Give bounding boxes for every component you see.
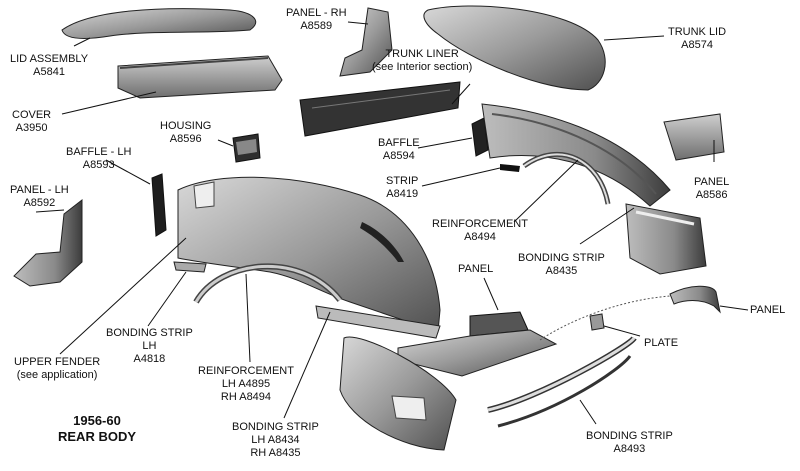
- callout-line: STRIP: [386, 175, 419, 187]
- callout-line: PANEL - LH: [10, 184, 69, 196]
- bonding-strip-lh-part: [173, 261, 207, 273]
- callout-part-number: A8594: [382, 150, 415, 162]
- callout-part-number: A8494: [464, 231, 496, 243]
- callout-upper-fender: UPPER FENDER (see application): [14, 356, 100, 382]
- callout-line: BAFFLE: [378, 137, 420, 149]
- callout-reinforcement-lh-rh: REINFORCEMENT LH A4895 RH A8494: [198, 365, 294, 404]
- bonding-strip-a8493-part: [487, 335, 637, 428]
- callout-panel-center: PANEL: [458, 263, 493, 276]
- callout-part-number: A8593: [82, 159, 115, 171]
- callout-line: PANEL: [694, 176, 730, 188]
- callout-line: REINFORCEMENT: [432, 218, 528, 230]
- callout-part-number: A8493: [613, 443, 646, 455]
- panel-a8586-part: [663, 113, 725, 161]
- callout-part-number: A8586: [695, 189, 728, 201]
- callout-line: BONDING STRIP: [232, 421, 319, 433]
- callout-part-number: A8592: [23, 197, 56, 209]
- callout-part-number: A5841: [33, 66, 65, 78]
- callout-part-number: A8596: [169, 133, 202, 145]
- panel-lh-part: [13, 198, 83, 287]
- callout-bonding-strip-lh-rh: BONDING STRIP LH A8434 RH A8435: [232, 421, 319, 460]
- callout-line: PLATE: [644, 337, 679, 349]
- callout-panel-right: PANEL: [750, 304, 785, 317]
- callout-panel-lh: PANEL - LH A8592: [10, 184, 69, 210]
- callout-line: HOUSING: [160, 120, 212, 132]
- callout-cover: COVER A3950: [12, 109, 51, 135]
- callout-part-number: A8419: [386, 188, 419, 200]
- strip-part: [500, 164, 520, 172]
- callout-trunk-lid: TRUNK LID A8574: [668, 26, 726, 52]
- callout-note: (see Interior section): [372, 61, 473, 73]
- callout-line: PANEL: [750, 304, 786, 316]
- callout-line: PANEL - RH: [286, 7, 347, 19]
- housing-part: [232, 133, 261, 163]
- callout-lid-assembly: LID ASSEMBLY A5841: [10, 53, 88, 79]
- bonding-strip-a8435-part: [625, 203, 707, 275]
- panel-right-part: [669, 285, 721, 314]
- callout-line: COVER: [12, 109, 52, 121]
- callout-line: PANEL: [458, 263, 494, 275]
- baffle-part: [471, 117, 489, 157]
- callout-line: BONDING STRIP: [586, 430, 673, 442]
- callout-bonding-strip-a8435: BONDING STRIP A8435: [518, 252, 605, 278]
- callout-trunk-liner: TRUNK LINER (see Interior section): [372, 48, 472, 74]
- plate-part: [589, 313, 605, 331]
- callout-reinforcement-a8494: REINFORCEMENT A8494: [432, 218, 528, 244]
- baffle-lh-part: [151, 173, 167, 237]
- callout-part-number: A8435: [545, 265, 578, 277]
- callout-baffle: BAFFLE A8594: [378, 137, 420, 163]
- trunk-liner-part: [299, 81, 461, 137]
- callout-part-number: A4818: [133, 353, 166, 365]
- callout-side: LH: [142, 340, 157, 352]
- callout-line: BAFFLE - LH: [66, 146, 132, 158]
- callout-bonding-strip-a8493: BONDING STRIP A8493: [586, 430, 673, 456]
- callout-housing: HOUSING A8596: [160, 120, 211, 146]
- trunk-lid-part: [423, 5, 606, 91]
- callout-line: BONDING STRIP: [518, 252, 605, 264]
- callout-line: BONDING STRIP: [106, 327, 193, 339]
- callout-part-number: A8574: [681, 39, 713, 51]
- dotted-connector: [539, 295, 671, 341]
- callout-part-number: A3950: [15, 122, 48, 134]
- callout-plate: PLATE: [644, 337, 678, 350]
- reinforcement-lh-rh-part: [193, 263, 343, 304]
- panel-rh-part: [339, 7, 393, 77]
- rear-quarter-fender-part: [481, 103, 671, 207]
- callout-part-number: LH A4895: [221, 378, 271, 390]
- callout-part-number: A8589: [300, 20, 333, 32]
- diagram-title-section: REAR BODY: [58, 429, 137, 444]
- callout-line: UPPER FENDER: [14, 356, 101, 368]
- bonding-strip-long-part: [315, 305, 441, 339]
- cover-part: [117, 55, 283, 99]
- upper-fender-part: [177, 176, 441, 333]
- diagram-title-years: 1956-60: [73, 413, 121, 428]
- callout-part-number: RH A8494: [220, 391, 272, 403]
- panel-center-part: [397, 311, 558, 377]
- callout-line: TRUNK LID: [668, 26, 727, 38]
- callout-panel-a8586: PANEL A8586: [694, 176, 729, 202]
- callout-note: (see application): [16, 369, 98, 381]
- callout-line: REINFORCEMENT: [198, 365, 294, 377]
- callout-part-number: RH A8435: [250, 447, 301, 459]
- reinforcement-part: [522, 152, 611, 205]
- callout-line: TRUNK LINER: [385, 48, 459, 60]
- diagram-title: 1956-60 REAR BODY: [58, 413, 136, 445]
- callout-strip: STRIP A8419: [386, 175, 418, 201]
- leader-lines: [35, 21, 749, 425]
- callout-line: LID ASSEMBLY: [10, 53, 89, 65]
- callout-baffle-lh: BAFFLE - LH A8593: [66, 146, 131, 172]
- callout-panel-rh: PANEL - RH A8589: [286, 7, 347, 33]
- callout-part-number: LH A8434: [251, 434, 300, 446]
- lower-rear-panel-part: [339, 336, 457, 451]
- callout-bonding-strip-lh: BONDING STRIP LH A4818: [106, 327, 193, 366]
- lid-assembly-part: [61, 8, 257, 39]
